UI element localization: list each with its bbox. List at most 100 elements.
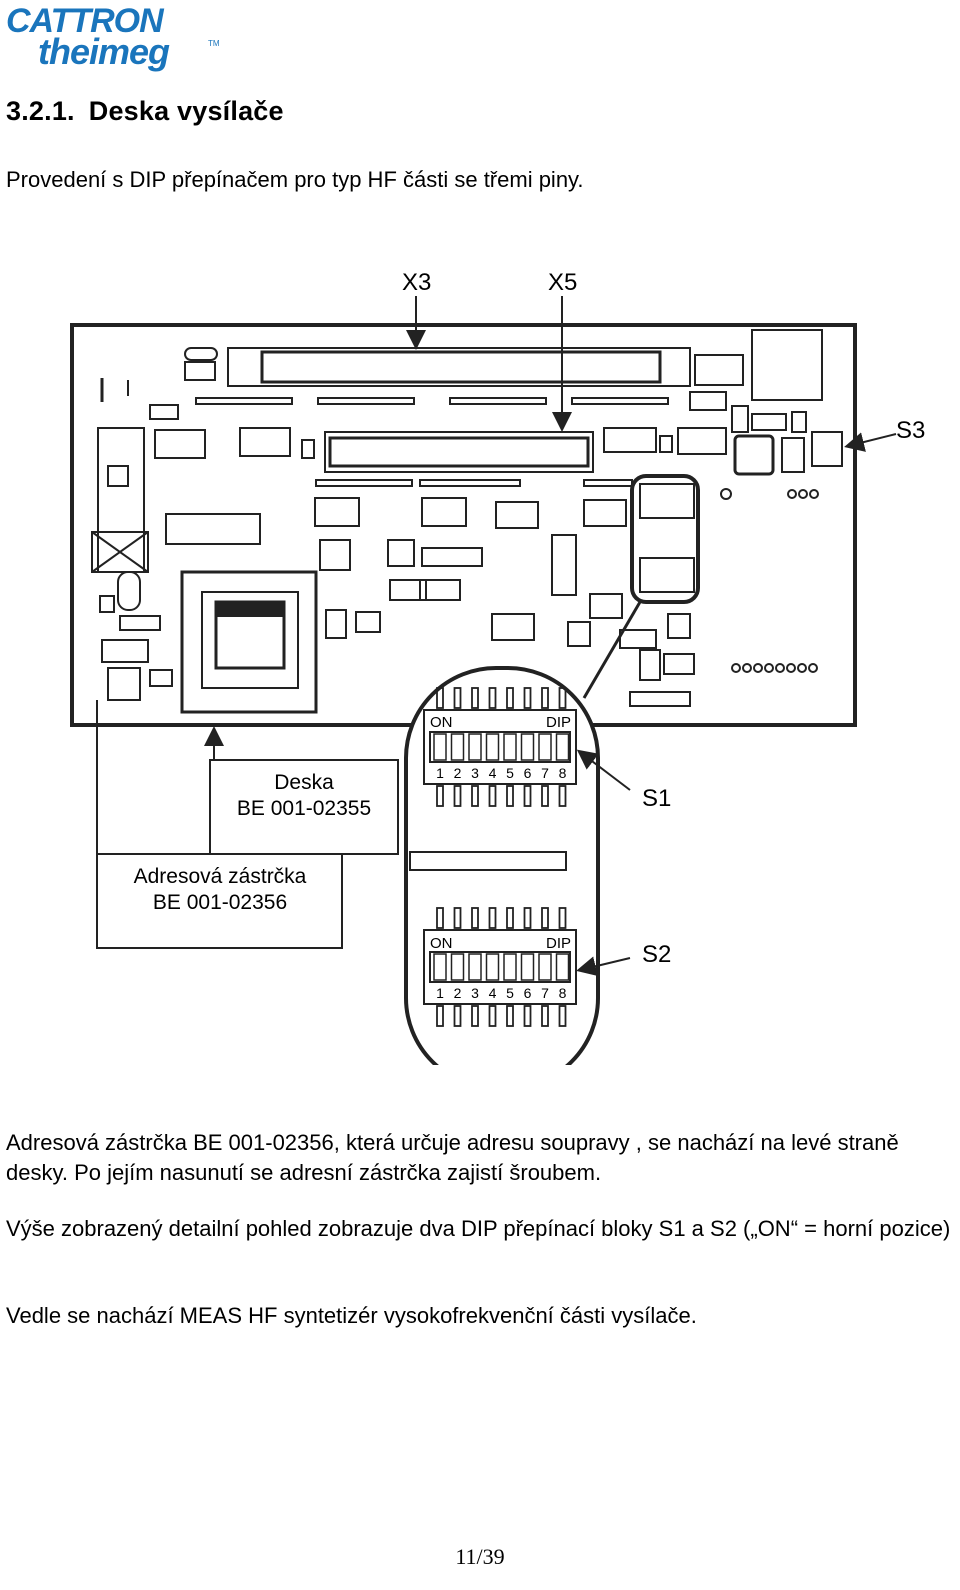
dip-pin-bottom-3 [471,785,479,807]
dip-slider-2 [450,953,465,981]
dip-pin-bottom-7 [541,1005,549,1027]
paragraph-dip-blocks: Výše zobrazený detailní pohled zobrazuje… [6,1216,951,1241]
logo-cattron: CATTRON [6,2,165,40]
dip-number-8: 8 [559,765,567,781]
callout-x5: X5 [548,269,577,296]
dip-slider-8 [555,953,570,981]
dip-slider-8 [555,733,570,761]
plug-label-box [96,853,343,949]
dip-slider-7 [538,953,552,981]
plug-label-line2: BE 001-02356 [153,891,287,914]
dip-pin-bottom-1 [436,785,444,807]
dip-pin-bottom-7 [541,785,549,807]
dip-slider-6 [520,733,535,761]
dip-detail-capsule [404,666,600,1065]
dip-pin-top-4 [488,687,497,709]
section-title: Deska vysílače [88,96,284,126]
arrow-s3 [844,432,897,452]
dip-pin-bottom-2 [453,785,462,807]
dip-pin-top-7 [541,907,549,929]
dip-pin-bottom-4 [488,785,497,807]
dip-number-2: 2 [454,765,462,781]
dip-s2-dip-label: DIP [546,935,571,952]
dip-number-5: 5 [506,985,514,1001]
callout-x3: X3 [402,269,431,296]
dip-s2-on-label: ON [430,935,453,952]
dip-pin-top-6 [523,907,532,929]
dip-pin-bottom-1 [436,1005,444,1027]
section-number: 3.2.1. [6,96,75,126]
dip-slider-3 [468,733,482,761]
dip-number-1: 1 [436,985,444,1001]
dip-pin-top-5 [506,687,514,709]
logo-theimeg: theimeg [38,31,170,72]
dip-pin-top-4 [488,907,497,929]
dip-number-5: 5 [506,765,514,781]
dip-number-3: 3 [471,985,479,1001]
dip-pin-top-8 [558,687,567,709]
dip-pin-bottom-5 [506,785,514,807]
connector-x3-body [227,347,691,387]
logo-trademark: TM [208,39,220,48]
page-number: 11/39 [455,1544,505,1569]
dip-number-7: 7 [541,985,549,1001]
board-label-line2: BE 001-02355 [237,797,371,820]
dip-slider-1 [433,953,447,981]
dip-pin-top-2 [453,687,462,709]
dip-pin-bottom-6 [523,1005,532,1027]
dip-s2-pins [433,907,570,1027]
dip-s1-on-label: ON [430,714,453,731]
connector-x3-inner [260,350,662,384]
arrow-s1 [576,749,631,791]
board-dip-s2 [639,557,695,593]
dip-pin-top-3 [471,907,479,929]
dip-switch-s2-detail [423,929,577,1005]
callout-s3: S3 [896,417,925,444]
dip-slider-6 [520,953,535,981]
dip-slider-5 [503,733,517,761]
dip-pin-top-1 [436,907,444,929]
pcb-components [91,329,823,714]
dip-pin-bottom-5 [506,1005,514,1027]
paragraph-address-plug: Adresová zástrčka BE 001-02356, která ur… [6,1130,899,1185]
arrow-s2 [576,956,631,976]
dip-number-6: 6 [524,985,532,1001]
dip-number-1: 1 [436,765,444,781]
board-label-line1: Deska [274,771,334,794]
dip-pin-top-7 [541,687,549,709]
dip-pin-top-8 [558,907,567,929]
dip-s1-pins [433,687,570,807]
dip-slider-4 [485,733,500,761]
dip-detail-bar [409,851,567,871]
dip-pin-top-1 [436,687,444,709]
board-dip-area [630,474,700,604]
dip-pin-bottom-8 [558,1005,567,1027]
dip-pin-top-6 [523,687,532,709]
dip-pin-bottom-6 [523,785,532,807]
zoom-connector-line [582,601,642,699]
dip-slider-3 [468,953,482,981]
dip-number-7: 7 [541,765,549,781]
dip-pin-bottom-3 [471,1005,479,1027]
board-dip-s1 [639,483,695,519]
dip-pin-top-3 [471,687,479,709]
callout-s2: S2 [642,941,671,968]
connector-x5-body [324,431,594,473]
board-switch-s3 [811,431,843,467]
dip-pin-bottom-8 [558,785,567,807]
dip-number-4: 4 [489,985,497,1001]
dip-number-2: 2 [454,985,462,1001]
paragraph-synthesizer: Vedle se nachází MEAS HF syntetizér vyso… [6,1303,697,1328]
callout-s1: S1 [642,785,671,812]
dip-pin-bottom-2 [453,1005,462,1027]
board-label-box [209,759,399,855]
connector-x5-inner [328,436,590,468]
dip-pin-top-2 [453,907,462,929]
plug-label-line1: Adresová zástrčka [134,865,307,888]
dip-slider-7 [538,733,552,761]
dip-slider-4 [485,953,500,981]
dip-s1-dip-label: DIP [546,714,571,731]
